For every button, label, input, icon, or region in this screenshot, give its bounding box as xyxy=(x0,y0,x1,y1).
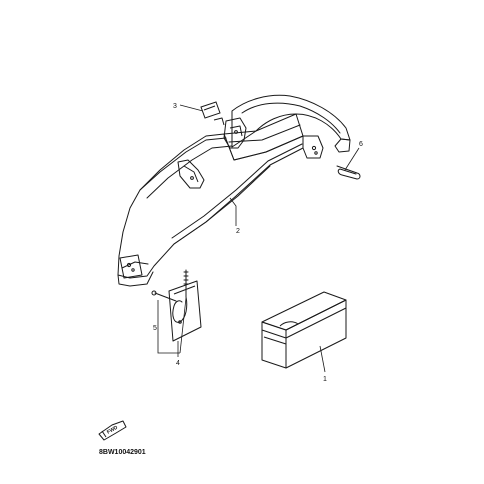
clip-pin-part[interactable] xyxy=(336,165,361,180)
front-direction-arrow-icon xyxy=(98,420,127,441)
callout-3: 3 xyxy=(173,103,177,110)
drawing-code: 8BW10042901 xyxy=(99,449,146,456)
callout-4: 4 xyxy=(176,360,180,367)
leader-lines xyxy=(157,104,360,373)
front-marker-label: FWD xyxy=(106,424,119,435)
callout-1: 1 xyxy=(323,376,327,383)
callout-6: 6 xyxy=(359,141,363,148)
box-carton-part[interactable] xyxy=(261,291,347,369)
callout-2: 2 xyxy=(236,228,240,235)
decal-label-part[interactable] xyxy=(200,101,221,119)
fender-lower-bracket[interactable] xyxy=(177,159,205,189)
fender-upper-bracket[interactable] xyxy=(213,117,247,149)
callout-5: 5 xyxy=(153,325,157,332)
bolt-wire-part[interactable] xyxy=(151,269,189,324)
rear-fender-assembly[interactable] xyxy=(117,94,351,287)
mud-flap-cover-part[interactable] xyxy=(168,280,202,342)
